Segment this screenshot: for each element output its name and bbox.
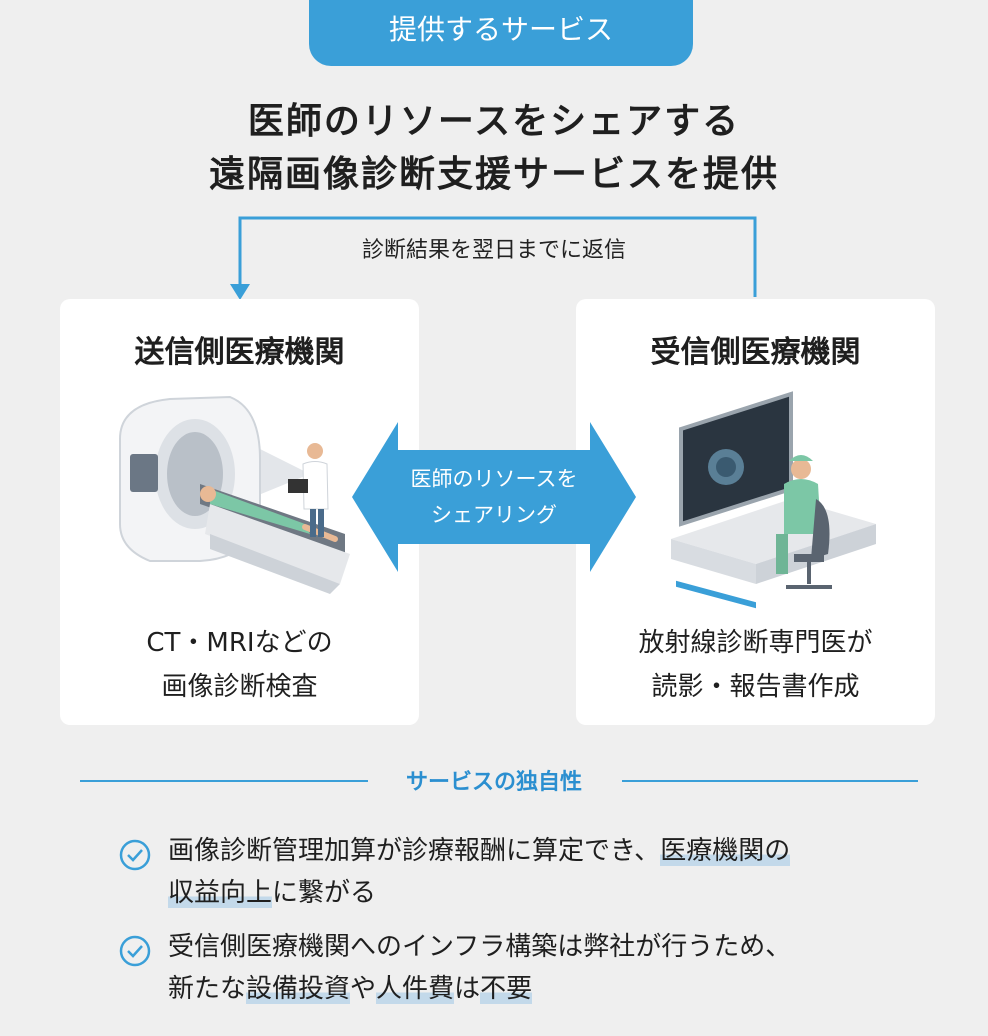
headline-line2: 遠隔画像診断支援サービスを提供 — [208, 154, 779, 195]
bullet-1-text-end: に繋がる — [272, 878, 377, 908]
bullet-2-line2: 新たな設備投資や人件費は不要 — [168, 968, 533, 1005]
bullet-2-text-b: や — [350, 974, 377, 1004]
radiologist-illustration — [671, 391, 876, 609]
ct-scanner-illustration — [119, 395, 350, 594]
sender-caption-line1: CT・MRIなどの — [146, 628, 333, 658]
receiver-caption-line2: 読影・報告書作成 — [651, 672, 860, 702]
bullet-2-line1: 受信側医療機関へのインフラ構築は弊社が行うため、 — [168, 932, 792, 962]
check-circle-icon — [119, 935, 151, 967]
service-tab-label: 提供するサービス — [388, 13, 613, 46]
share-label-line1: 医師のリソースを — [410, 467, 578, 491]
check-circle-icon — [119, 839, 151, 871]
receiver-caption: 放射線診断専門医が 読影・報告書作成 — [576, 621, 935, 709]
share-label-line2: シェアリング — [431, 503, 557, 527]
section-title: サービスの独自性 — [405, 770, 582, 795]
bullet-1-text: 画像診断管理加算が診療報酬に算定でき、 — [168, 836, 661, 866]
feedback-arrow — [238, 216, 757, 297]
bullet-1-line1: 画像診断管理加算が診療報酬に算定でき、医療機関の — [168, 830, 791, 867]
receiver-title: 受信側医療機関 — [650, 335, 861, 370]
feedback-label: 診断結果を翌日までに返信 — [361, 238, 626, 263]
bullet-2-text-a: 新たな — [168, 974, 247, 1004]
bullet-1-highlight-a: 医療機関の — [660, 836, 791, 866]
headline-line1: 医師のリソースをシェアする — [247, 101, 741, 142]
sender-caption: CT・MRIなどの 画像診断検査 — [60, 621, 419, 709]
bullet-2-highlight-b: 人件費 — [376, 974, 455, 1004]
sender-caption-line2: 画像診断検査 — [161, 672, 318, 702]
bullet-2-highlight-a: 設備投資 — [246, 974, 351, 1004]
sender-title: 送信側医療機関 — [134, 335, 345, 370]
bullet-1-line2: 収益向上に繋がる — [168, 872, 376, 909]
feedback-arrowhead — [230, 284, 250, 300]
receiver-caption-line1: 放射線診断専門医が — [638, 628, 873, 658]
bullet-1-highlight-b: 収益向上 — [168, 878, 273, 908]
bullet-2-highlight-c: 不要 — [480, 974, 533, 1004]
receiver-institution-card: 受信側医療機関 放射線診断専門医が 読影・報告書作成 — [576, 299, 935, 725]
service-tab: 提供するサービス — [309, 0, 693, 66]
bullet-2-text-c: は — [454, 974, 481, 1004]
